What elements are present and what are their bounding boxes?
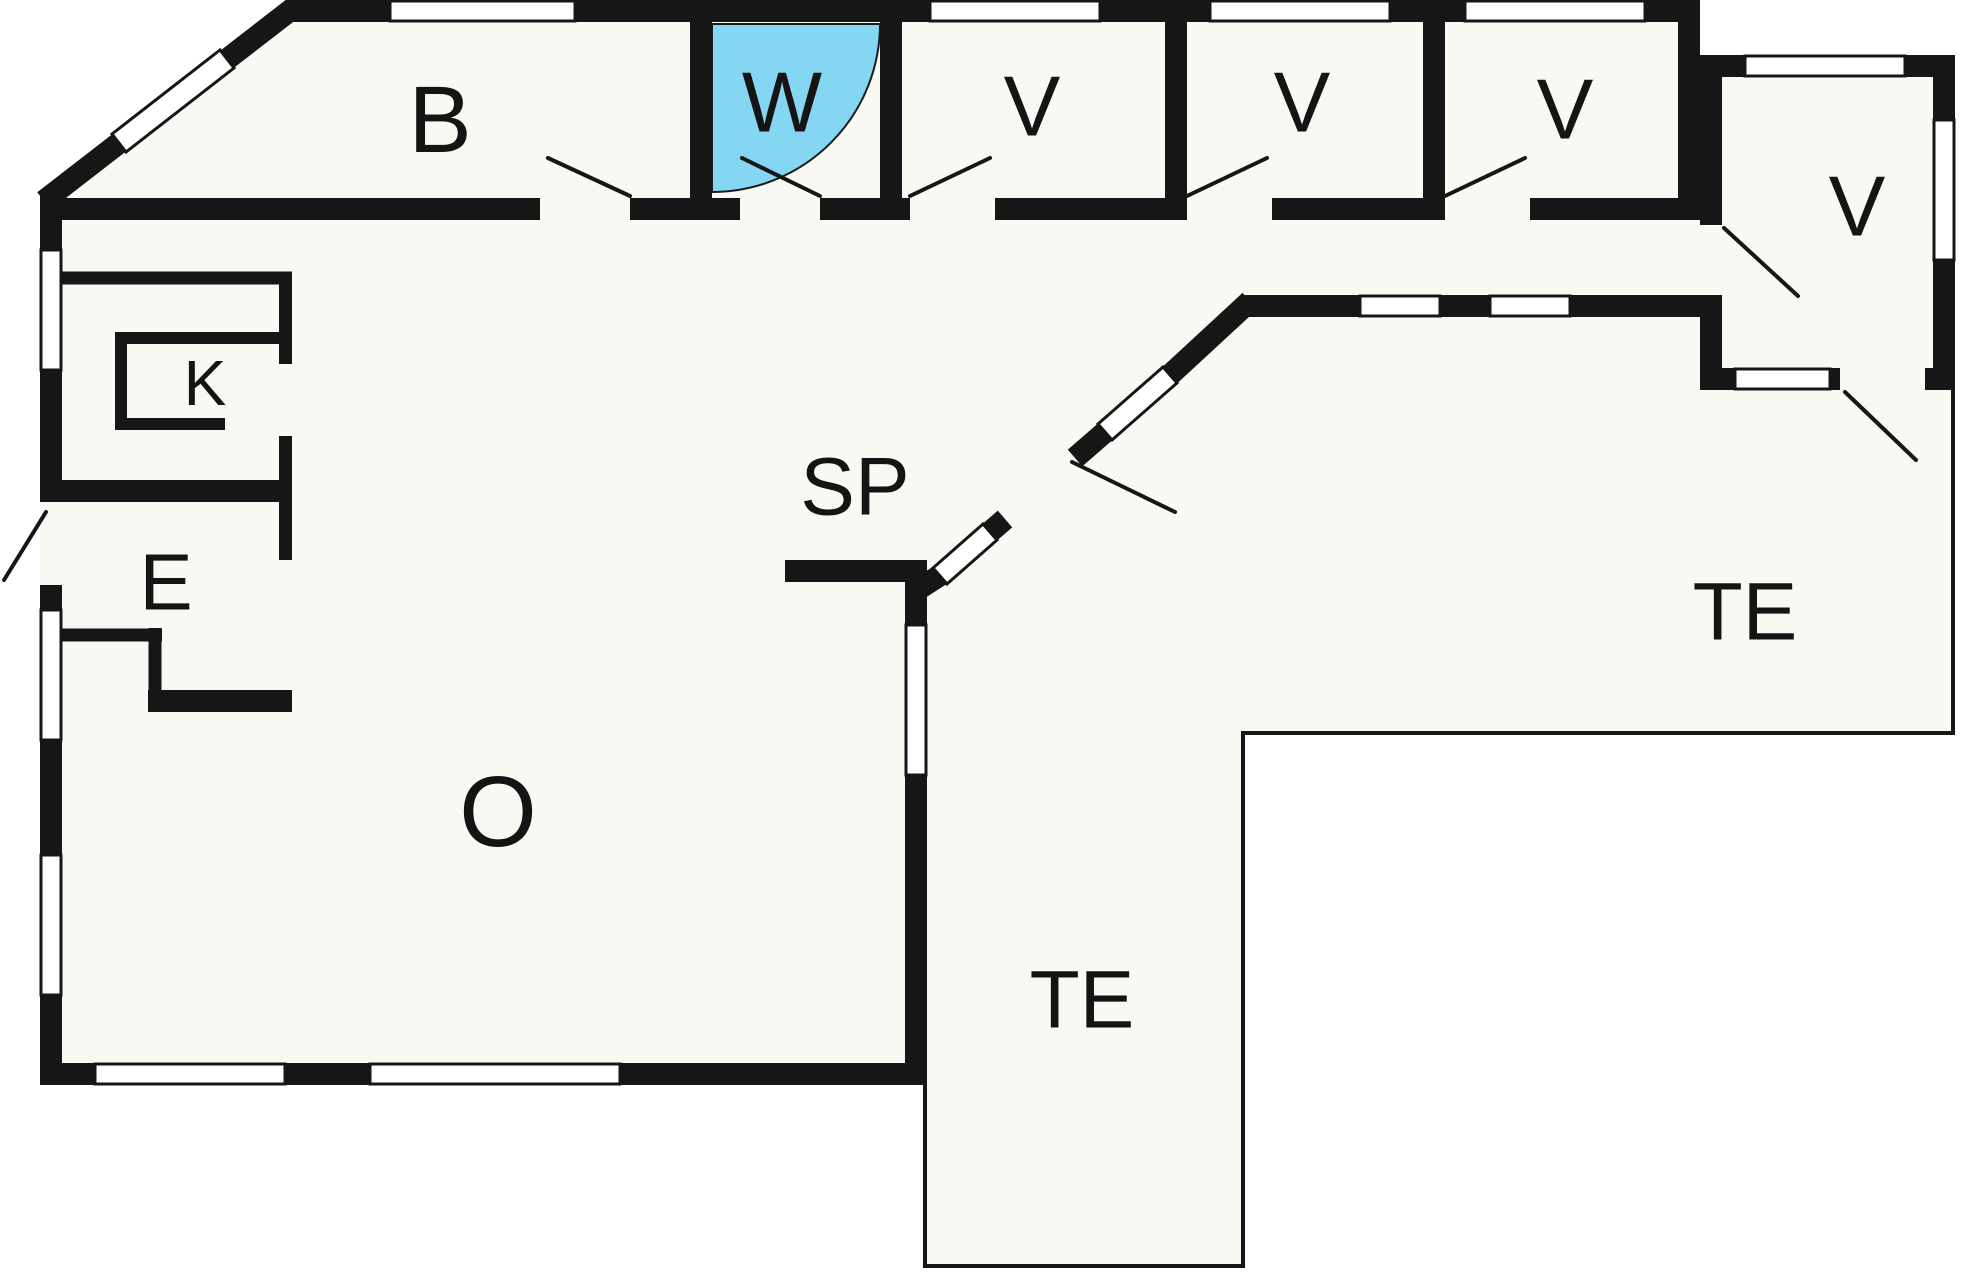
room-label-v4: V [1829, 160, 1886, 255]
window [1932, 118, 1956, 262]
window [1463, 0, 1647, 23]
window [93, 1062, 287, 1086]
partition-lines [62, 271, 292, 712]
room-label-te-right: TE [1693, 567, 1798, 658]
window [904, 623, 928, 777]
window [39, 853, 63, 997]
room-label-te-bottom: TE [1030, 955, 1135, 1046]
room-label-v1: V [1004, 60, 1061, 155]
shower-area [711, 23, 882, 194]
window [1733, 367, 1832, 391]
room-label-k: K [184, 347, 227, 419]
room-label-w: W [742, 56, 822, 151]
window-diagonal [930, 521, 1000, 587]
doors [2, 156, 1918, 582]
window [1488, 294, 1572, 318]
room-label-v2: V [1274, 56, 1331, 151]
window [1358, 294, 1442, 318]
window [368, 1062, 622, 1086]
room-label-b: B [408, 67, 471, 173]
room-label-sp: SP [800, 442, 909, 533]
window [39, 608, 63, 742]
room-label-v3: V [1537, 63, 1594, 158]
door-swing-lines [2, 156, 1918, 582]
room-label-e: E [139, 538, 192, 627]
window [1208, 0, 1392, 23]
window [39, 248, 63, 372]
window-diagonal [1095, 364, 1180, 443]
terrace-edges [923, 390, 1955, 1268]
terrace-outline [923, 390, 1955, 1268]
room-label-o: O [459, 756, 537, 868]
room-labels: B W V V V V K E SP O TE TE [139, 56, 1885, 1046]
window [928, 0, 1102, 23]
window [388, 0, 577, 23]
windows [39, 0, 1956, 1086]
kitchen-counter-lines [115, 332, 292, 430]
window-diagonal [109, 47, 237, 155]
walls-thin [62, 271, 292, 712]
window [1743, 54, 1907, 78]
